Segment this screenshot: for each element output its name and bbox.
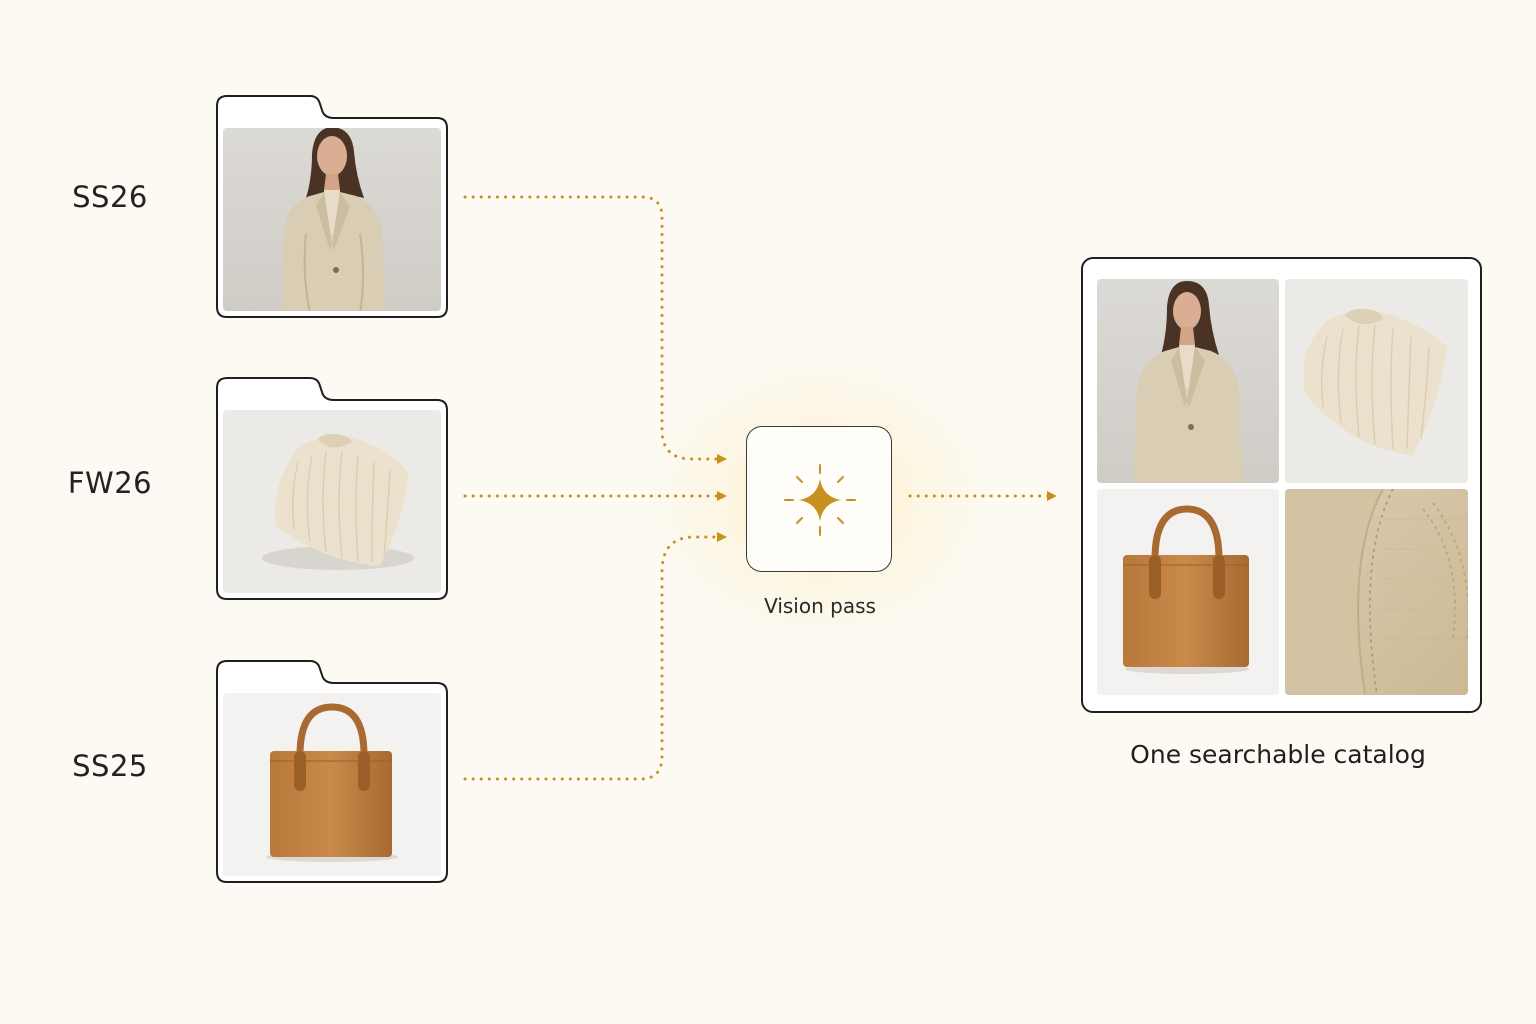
catalog-frame[interactable] xyxy=(1081,257,1482,713)
catalog-tile-linen xyxy=(1285,489,1468,695)
connector-ss25 xyxy=(465,537,724,779)
catalog-tile-blazer xyxy=(1097,279,1279,487)
catalog-label: One searchable catalog xyxy=(1080,740,1476,769)
catalog-tile-sweater xyxy=(1285,279,1468,483)
sparkle-icon xyxy=(747,427,893,573)
vision-pass-node[interactable] xyxy=(746,426,892,572)
catalog-tile-tote xyxy=(1097,489,1279,695)
vision-pass-label: Vision pass xyxy=(720,594,920,618)
connector-ss26 xyxy=(465,197,724,459)
